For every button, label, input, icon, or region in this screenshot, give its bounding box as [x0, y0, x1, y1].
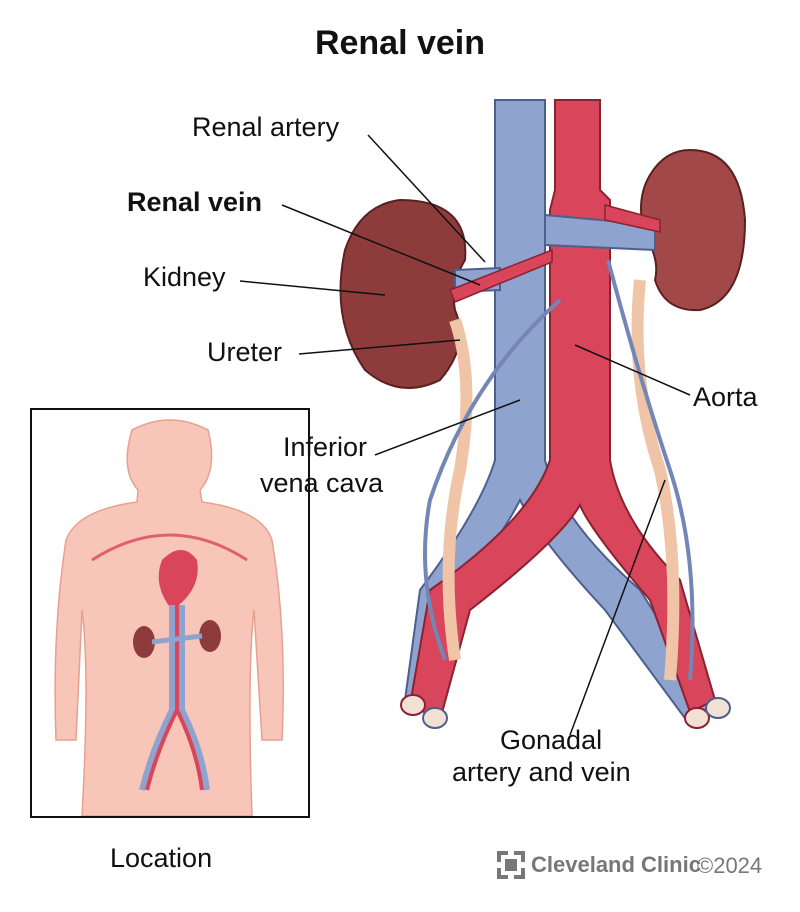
label-ivc-line1: Inferior	[283, 432, 368, 462]
aorta	[408, 99, 717, 722]
inset-aorta	[145, 605, 204, 791]
label-gonadal-line2: artery and vein	[452, 757, 631, 787]
cleveland-clinic-logo-icon	[497, 851, 525, 879]
vessel-end	[422, 707, 448, 729]
inset-aorta-ivc	[139, 605, 210, 791]
label-gonadal-line1: Gonadal	[500, 725, 603, 755]
location-inset	[30, 408, 310, 818]
label-ivc-line2: vena cava	[260, 468, 384, 498]
copyright: ©2024	[697, 853, 763, 878]
leader-lines	[239, 134, 691, 736]
body-location-illustration	[54, 419, 284, 816]
cleveland-clinic-logo: Cleveland Clinic	[497, 851, 701, 879]
label-renal-artery: Renal artery	[192, 112, 340, 142]
left-kidney	[339, 198, 467, 389]
diagram-title: Renal vein	[314, 24, 486, 62]
vessel-end	[400, 694, 426, 716]
inset-caption: Location	[110, 843, 213, 873]
inset-right-kidney	[199, 620, 221, 652]
arch-vessels	[91, 533, 248, 562]
label-kidney: Kidney	[143, 262, 226, 292]
gonadal-vessels	[423, 259, 695, 681]
inset-heart	[158, 550, 198, 610]
right-kidney	[640, 148, 747, 312]
right-renal-artery	[604, 204, 661, 233]
label-renal-vein: Renal vein	[127, 187, 263, 217]
left-ureter	[442, 318, 473, 661]
label-ureter: Ureter	[207, 337, 283, 367]
vessel-end	[705, 697, 731, 719]
left-renal-artery	[449, 248, 553, 303]
right-ureter	[631, 279, 680, 681]
brand-name: Cleveland Clinic	[531, 852, 701, 877]
inset-left-kidney	[133, 626, 155, 658]
label-aorta: Aorta	[693, 382, 758, 412]
vessel-end	[684, 707, 710, 729]
